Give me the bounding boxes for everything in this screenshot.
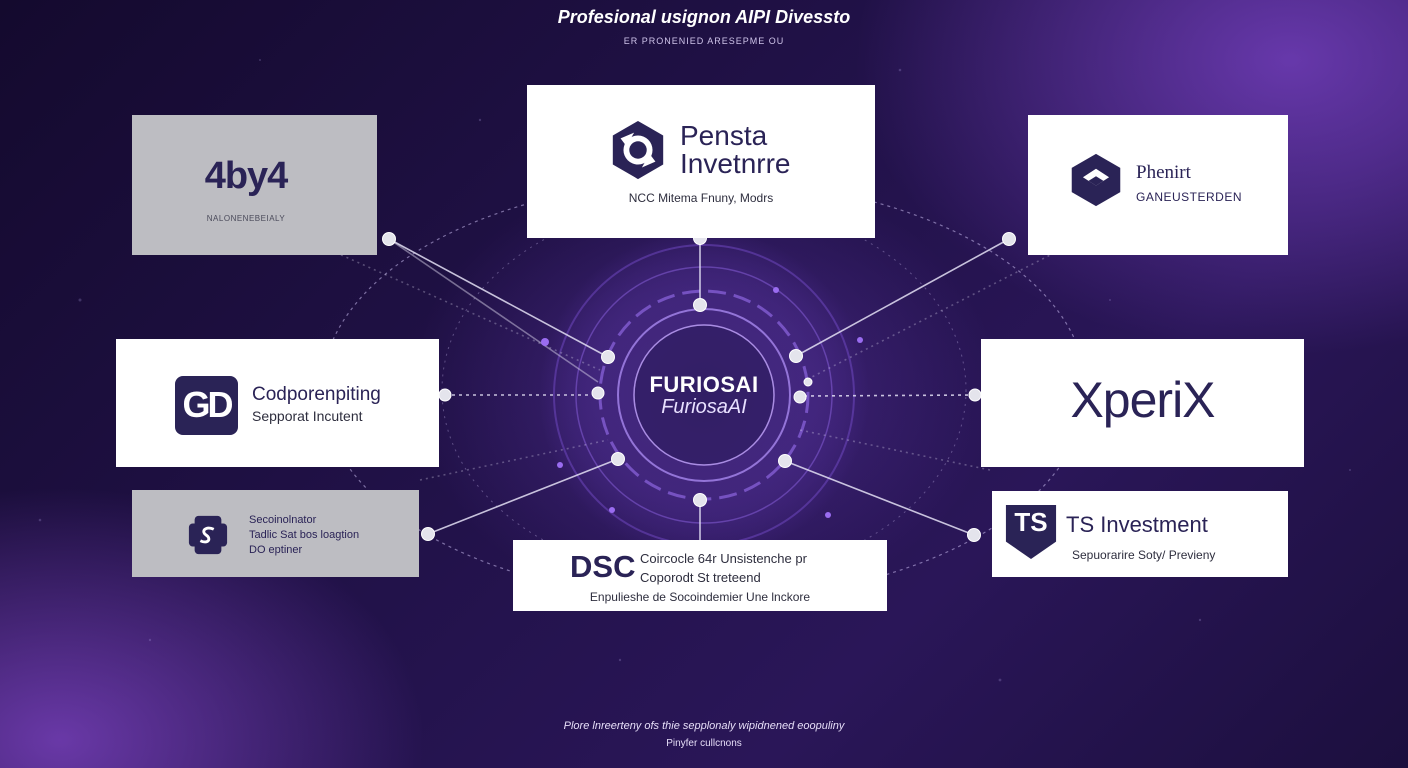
dsc-line2: Coporodt St treteend [640, 570, 761, 585]
pensta-logo-icon [612, 120, 664, 180]
node-xperix [968, 388, 982, 402]
hub-subname: FuriosaAI [661, 396, 747, 418]
hub-node-ne [789, 349, 803, 363]
ts-name: TS Investment [1066, 512, 1208, 537]
phenirt-logo-icon [1071, 153, 1121, 207]
dsc-line1: Coircocle 64r Unsistenche pr [640, 551, 807, 566]
secoinolnator-line1: Secoinolnator [249, 514, 317, 526]
hub-node-e [793, 390, 807, 404]
partner-logo-4by4: 4by4 [204, 155, 289, 197]
partner-card-4by4[interactable]: 4by4 NALONENEBEIALY [132, 115, 377, 255]
hub-node-top [693, 298, 707, 312]
partner-card-ts[interactable]: TS TS Investment Sepuorarire Soty/ Previ… [992, 491, 1288, 577]
ts-badge-text: TS [1014, 507, 1048, 537]
node-4by4 [382, 232, 396, 246]
connection-nodes [382, 231, 1016, 542]
node-phenirt [1002, 232, 1016, 246]
partner-card-xperix[interactable]: XperiX [981, 339, 1304, 467]
hub-node-sw [611, 452, 625, 466]
phenirt-name: Phenirt [1136, 162, 1191, 183]
secoinolnator-logo-icon [188, 515, 228, 555]
node-codporenpiting [438, 388, 452, 402]
node-ts [967, 528, 981, 542]
hub-name: FURIOSAI [649, 372, 759, 397]
connection-lines [329, 238, 1061, 540]
footer-line1: Plore lnreerteny ofs thie sepplonaly wip… [563, 720, 845, 732]
background-particles [38, 59, 1351, 682]
partner-card-pensta[interactable]: Pensta Invetnrre NCC Mitema Fnuny, Modrs [527, 85, 875, 238]
hub-node-w [591, 386, 605, 400]
pensta-name-line2: Invetnrre [680, 148, 791, 179]
page-subtitle: ER PRONENIED ARESEPME OU [623, 36, 785, 46]
hub-ring-5 [633, 324, 775, 466]
phenirt-tagline: GANEUSTERDEN [1136, 190, 1243, 204]
partner-card-phenirt[interactable]: Phenirt GANEUSTERDEN [1028, 115, 1288, 255]
ts-tagline: Sepuorarire Soty/ Previeny [1072, 548, 1216, 562]
hub-ring-2 [575, 266, 833, 524]
node-dsc [693, 493, 707, 507]
xperix-logo: XperiX [1070, 372, 1215, 428]
node-secoinolnator [421, 527, 435, 541]
hub-label: FURIOSAI FuriosaAI [604, 372, 804, 419]
pensta-name-line1: Pensta [680, 120, 768, 151]
codporenpiting-badge-text: GD [182, 384, 234, 425]
dsc-logo: DSC [570, 549, 636, 584]
secoinolnator-line2: Tadlic Sat bos loagtion [249, 529, 360, 541]
codporenpiting-tagline: Sepporat Incutent [252, 408, 363, 424]
ts-shield-icon [1005, 505, 1057, 559]
partner-card-secoinolnator[interactable]: Secoinolnator Tadlic Sat bos loagtion DO… [132, 490, 419, 577]
hub-node-nw [601, 350, 615, 364]
partner-card-codporenpiting[interactable]: GD Codporenpiting Sepporat Incutent [116, 339, 439, 467]
pensta-tagline: NCC Mitema Fnuny, Modrs [628, 191, 774, 205]
partner-card-dsc[interactable]: DSC Coircocle 64r Unsistenche pr Coporod… [513, 540, 887, 611]
dsc-line3: Enpulieshe de Socoindemier Une lnckore [589, 590, 811, 604]
partner-tagline-4by4: NALONENEBEIALY [206, 214, 286, 223]
codporenpiting-name: Codporenpiting [252, 384, 381, 405]
hub-node-top2 [803, 377, 813, 387]
secoinolnator-line3: DO eptiner [249, 544, 303, 556]
codporenpiting-badge: GD [175, 376, 238, 435]
hub-node-se [778, 454, 792, 468]
page-title: Profesional usignon AIPI Divessto [557, 7, 851, 27]
footer-line2: Pinyfer cullcnons [666, 738, 742, 749]
